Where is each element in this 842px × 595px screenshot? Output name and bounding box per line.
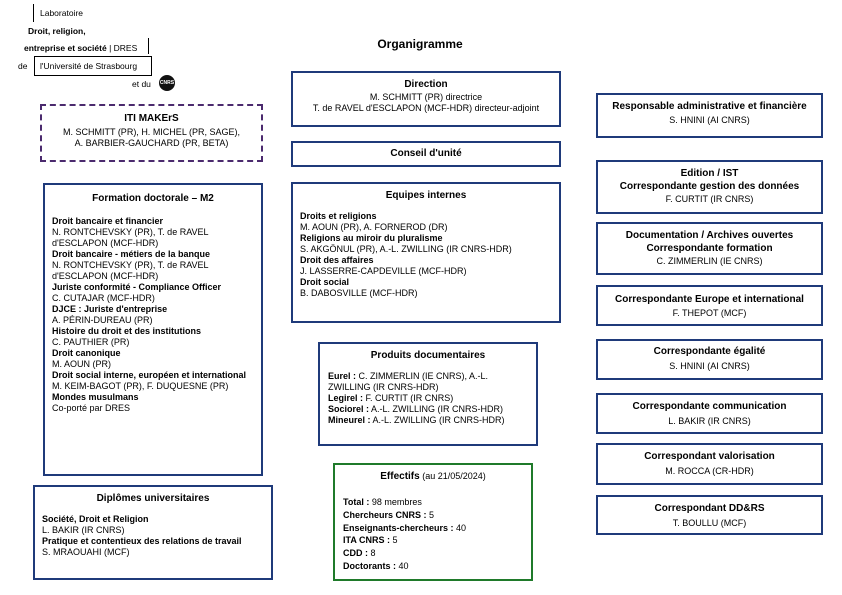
- cnrs-logo-icon: CNRS: [159, 75, 175, 91]
- diplome-item: Pratique et contentieux des relations de…: [42, 536, 242, 557]
- valorisation-box: Correspondant valorisation M. ROCCA (CR-…: [596, 443, 823, 485]
- logo-line-3a: entreprise et société: [24, 43, 107, 53]
- valorisation-title: Correspondant valorisation: [644, 451, 775, 462]
- europe-title: Correspondante Europe et international: [615, 294, 804, 305]
- effectif-row: Doctorants : 40: [343, 560, 409, 571]
- communication-box: Correspondante communication L. BAKIR (I…: [596, 393, 823, 434]
- documentation-box: Documentation / Archives ouvertes Corres…: [596, 222, 823, 275]
- logo-line-3b: | DRES: [109, 43, 138, 53]
- logo-line-5: et du: [132, 79, 151, 89]
- diplomes-box: Diplômes universitaires Société, Droit e…: [33, 485, 273, 580]
- documentation-person: C. ZIMMERLIN (IE CNRS): [656, 256, 763, 266]
- produits-title: Produits documentaires: [370, 350, 486, 361]
- documentation-title-1: Documentation / Archives ouvertes: [625, 230, 794, 241]
- logo-frame-top: [33, 4, 110, 22]
- effectif-row: Enseignants-chercheurs : 40: [343, 522, 467, 533]
- diplomes-title: Diplômes universitaires: [96, 493, 210, 504]
- iti-title: ITI MAKErS: [124, 113, 179, 124]
- ddrs-box: Correspondant DD&RS T. BOULLU (MCF): [596, 495, 823, 535]
- egalite-person: S. HNINI (AI CNRS): [669, 361, 750, 371]
- produit-item: Eurel : C. ZIMMERLIN (IE CNRS), A.-L. ZW…: [328, 371, 489, 392]
- edition-box: Edition / IST Correspondante gestion des…: [596, 160, 823, 214]
- conseil-box: Conseil d'unité: [291, 141, 561, 167]
- egalite-box: Correspondante égalité S. HNINI (AI CNRS…: [596, 339, 823, 380]
- logo-line-3: entreprise et société | DRES: [24, 43, 137, 53]
- effectifs-title: Effectifs: [380, 471, 420, 482]
- edition-title-1: Edition / IST: [680, 168, 739, 179]
- effectifs-header: Effectifs (au 21/05/2024): [335, 471, 531, 482]
- effectifs-box: Effectifs (au 21/05/2024) Total : 98 mem…: [333, 463, 533, 581]
- effectifs-date: (au 21/05/2024): [422, 471, 486, 481]
- resp-admin-person: S. HNINI (AI CNRS): [669, 115, 750, 125]
- edition-person: F. CURTIT (IR CNRS): [665, 194, 754, 204]
- produit-item: Sociorel : A.-L. ZWILLING (IR CNRS-HDR): [328, 404, 504, 414]
- logo-line-4a: de: [18, 61, 28, 71]
- direction-line-2: T. de RAVEL d'ESCLAPON (MCF-HDR) directe…: [312, 103, 540, 113]
- logo-frame-mid: [18, 38, 149, 54]
- effectif-row: Total : 98 membres: [343, 497, 422, 507]
- ddrs-person: T. BOULLU (MCF): [672, 518, 747, 528]
- resp-admin-title: Responsable administrative et financière: [612, 101, 807, 112]
- ddrs-title: Correspondant DD&RS: [654, 503, 765, 514]
- effectif-row: ITA CNRS : 5: [343, 535, 398, 546]
- iti-makers-box: ITI MAKErS M. SCHMITT (PR), H. MICHEL (P…: [40, 104, 263, 162]
- produit-item: Mineurel : A.-L. ZWILLING (IR CNRS-HDR): [328, 415, 505, 425]
- conseil-title: Conseil d'unité: [390, 148, 462, 159]
- edition-title-2: Correspondante gestion des données: [619, 181, 800, 192]
- europe-box: Correspondante Europe et international F…: [596, 285, 823, 326]
- effectif-row: Chercheurs CNRS : 5: [343, 509, 435, 520]
- logo-line-2: Droit, religion,: [28, 26, 86, 36]
- page-title: Organigramme: [377, 37, 463, 51]
- formation-title: Formation doctorale – M2: [92, 193, 214, 204]
- logo-line-4b: l'Université de Strasbourg: [40, 61, 138, 71]
- europe-person: F. THEPOT (MCF): [672, 308, 747, 318]
- communication-title: Correspondante communication: [632, 401, 787, 412]
- communication-person: L. BAKIR (IR CNRS): [668, 416, 751, 426]
- logo-line-1: Laboratoire: [40, 8, 84, 18]
- direction-line-1: M. SCHMITT (PR) directrice: [369, 92, 483, 102]
- direction-title: Direction: [404, 79, 448, 90]
- egalite-title: Correspondante égalité: [653, 346, 766, 357]
- iti-line-1: M. SCHMITT (PR), H. MICHEL (PR, SAGE),: [62, 127, 240, 137]
- formation-box: Formation doctorale – M2 Droit bancaire …: [43, 183, 263, 476]
- valorisation-person: M. ROCCA (CR-HDR): [665, 466, 754, 476]
- equipes-title: Equipes internes: [385, 190, 467, 201]
- documentation-title-2: Correspondante formation: [646, 243, 773, 254]
- iti-line-2: A. BARBIER-GAUCHARD (PR, BETA): [74, 138, 229, 148]
- formation-item: Droit social interne, européen et intern…: [52, 370, 247, 391]
- resp-admin-box: Responsable administrative et financière…: [596, 93, 823, 138]
- effectif-row: CDD : 8: [343, 548, 376, 559]
- logo-frame-bottom: [34, 56, 152, 76]
- produit-item: Legirel : F. CURTIT (IR CNRS): [328, 393, 454, 403]
- produits-box: Produits documentaires Eurel : C. ZIMMER…: [318, 342, 538, 446]
- direction-box: Direction M. SCHMITT (PR) directrice T. …: [291, 71, 561, 127]
